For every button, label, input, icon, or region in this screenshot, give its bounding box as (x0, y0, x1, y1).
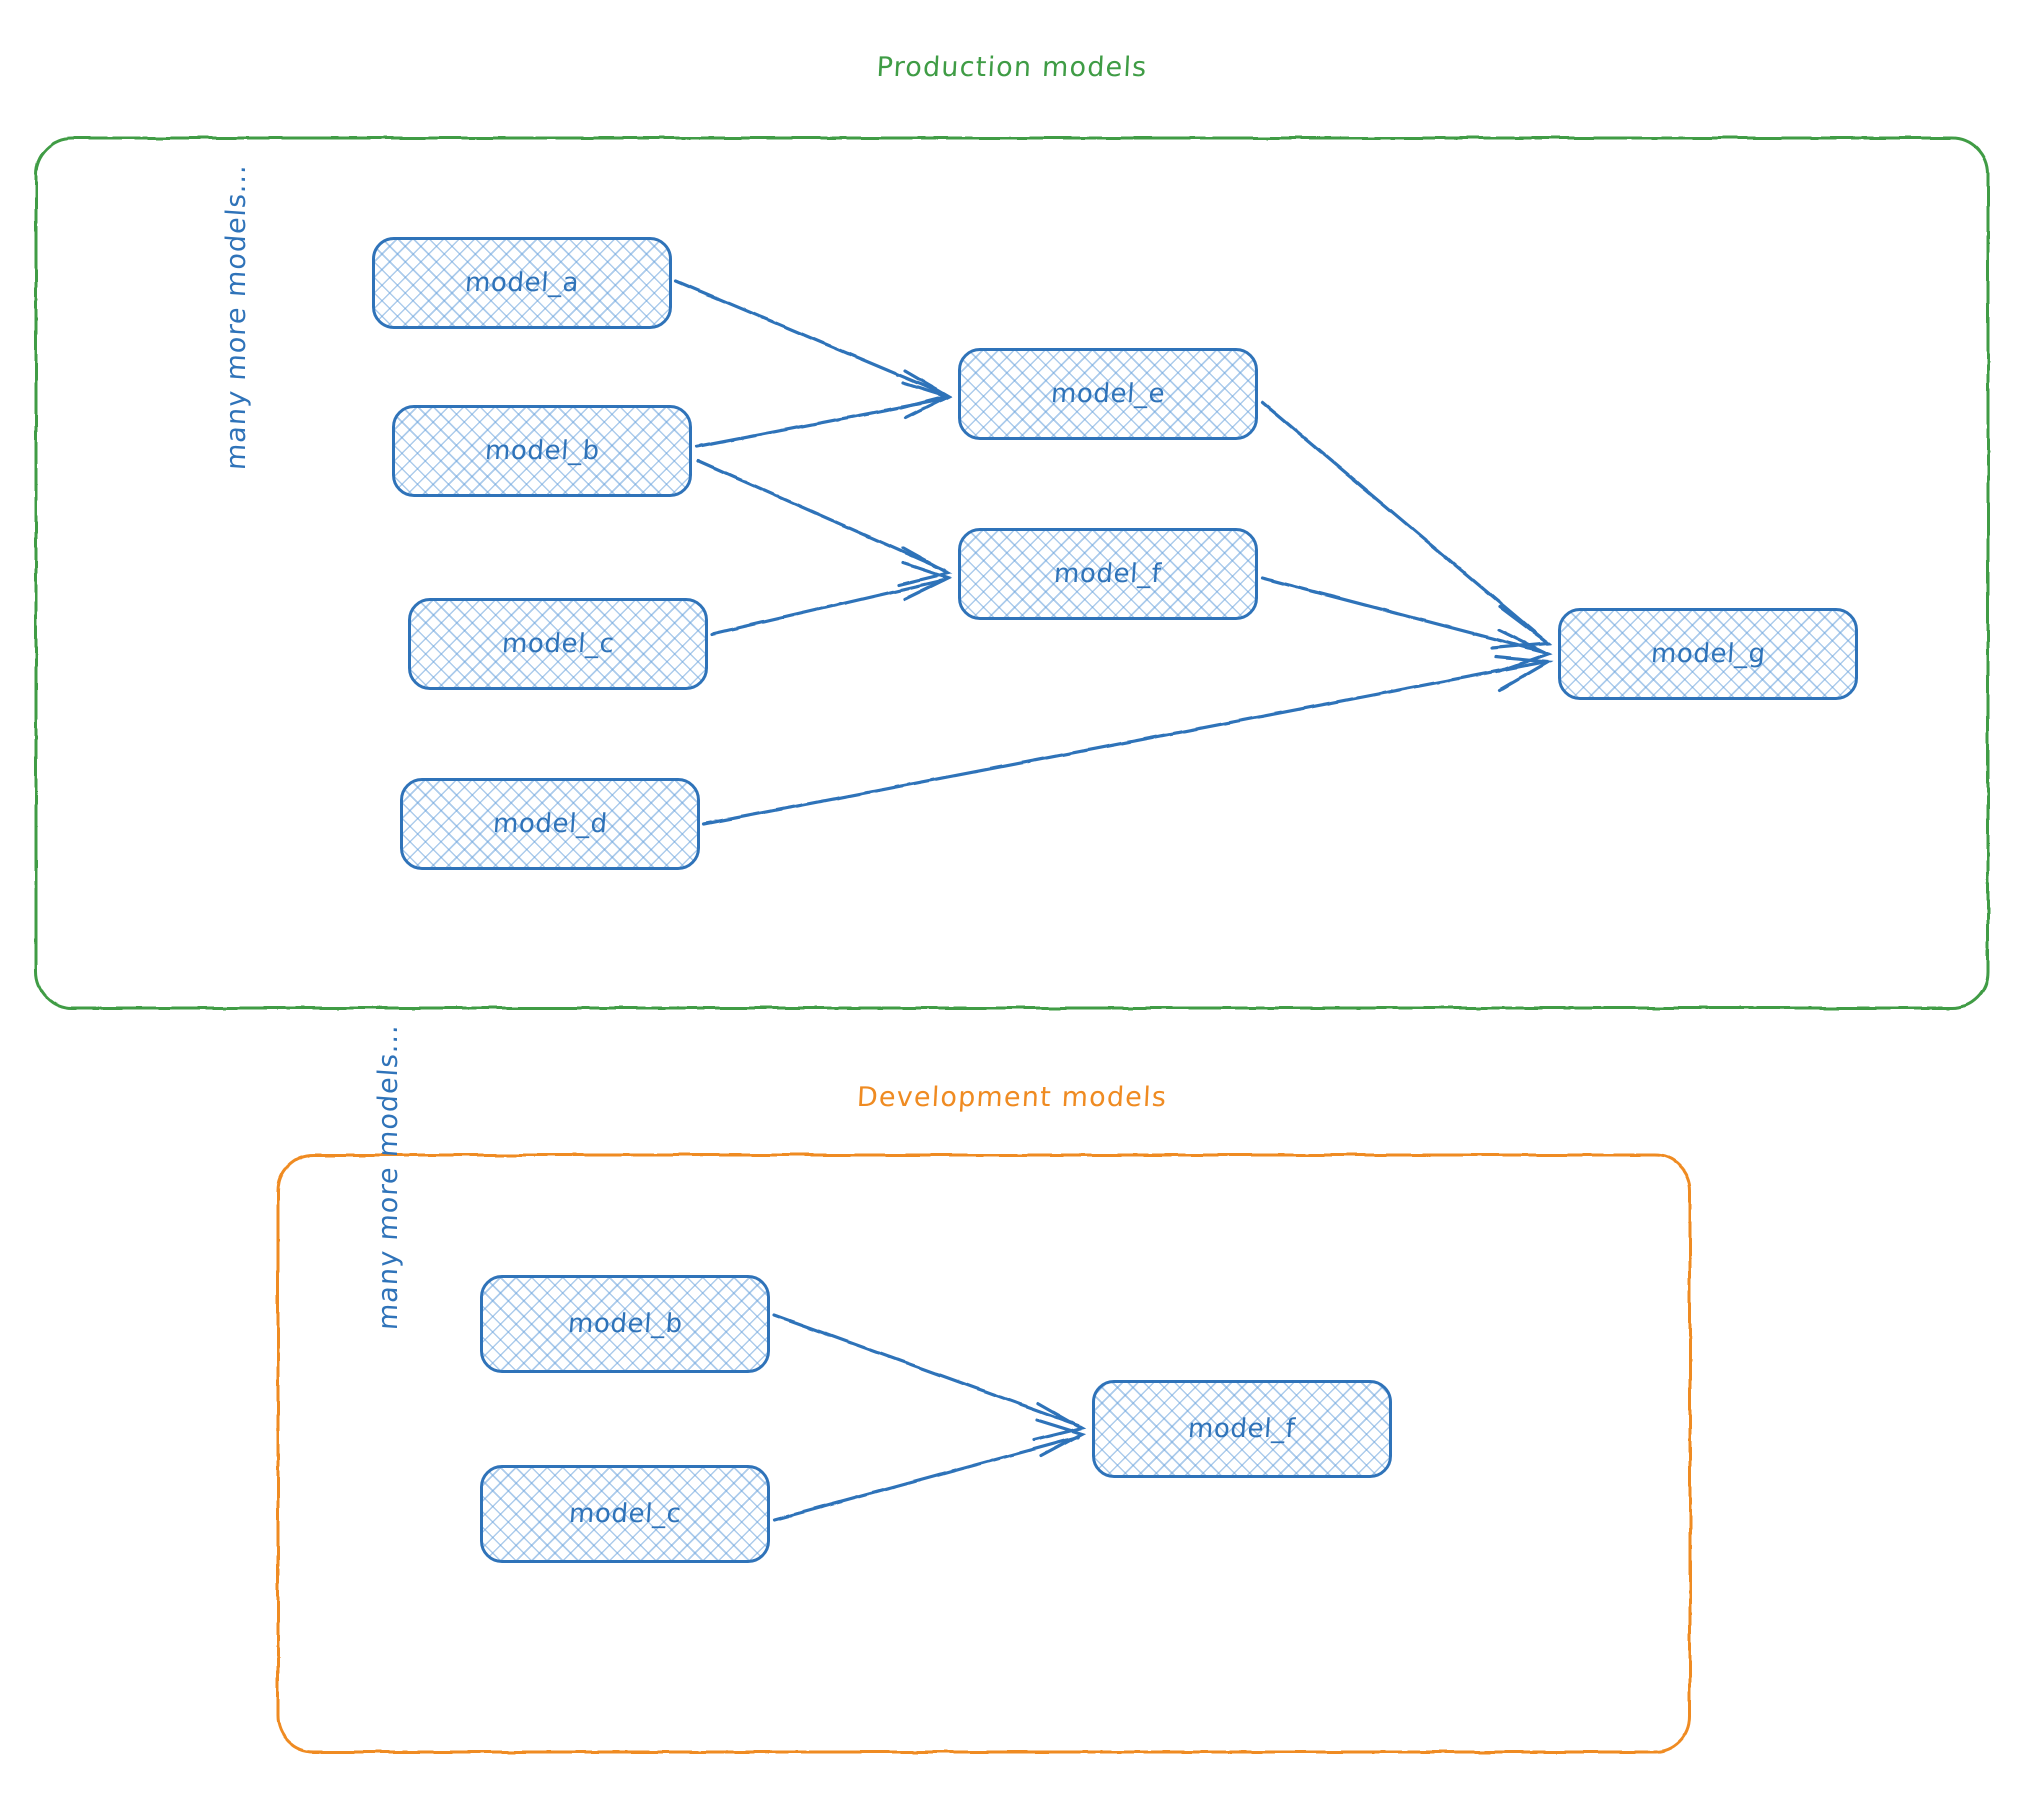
node-model_a[interactable]: model_a (372, 237, 672, 329)
development-group-border (276, 1153, 1692, 1754)
production-group-container (34, 136, 1990, 1010)
node-label: model_f (1053, 559, 1163, 589)
edge-model_d-to-model_g (702, 655, 1554, 826)
node-label: model_e (1049, 379, 1167, 409)
production-group-border (34, 136, 1990, 1010)
production-edges (674, 279, 1554, 826)
edge-model_b-to-model_f (696, 459, 953, 587)
edge-model_e-to-model_g (1260, 400, 1553, 650)
node-label: model_f (1187, 1414, 1297, 1444)
node-label: model_a (463, 268, 581, 298)
development-group-title: Development models (856, 1082, 1168, 1113)
node-model_g[interactable]: model_g (1558, 608, 1858, 700)
edge-model_a-to-model_e (674, 279, 953, 410)
edge-model_b-to-model_e (694, 381, 953, 449)
node-model_b[interactable]: model_b (392, 405, 692, 497)
node-dev-model_f[interactable]: model_f (1092, 1380, 1392, 1478)
production-many-more-models-label: many more models... (221, 162, 252, 471)
node-model_c[interactable]: model_c (408, 598, 708, 690)
development-group-container (276, 1153, 1692, 1754)
node-label: model_c (567, 1499, 683, 1529)
node-model_f[interactable]: model_f (958, 528, 1258, 620)
node-model_e[interactable]: model_e (958, 348, 1258, 440)
development-many-more-models-label: many more models... (373, 1022, 404, 1331)
production-group-title: Production models (875, 52, 1149, 83)
node-dev-model_b[interactable]: model_b (480, 1275, 770, 1373)
node-label: model_b (566, 1309, 684, 1339)
edge-model_c-to-model_f (710, 561, 953, 636)
node-model_d[interactable]: model_d (400, 778, 700, 870)
node-label: model_g (1649, 639, 1767, 669)
edge-model_f-to-model_g (1260, 576, 1553, 674)
development-edges (772, 1313, 1087, 1522)
edge-dev_model_c-to-dev_model_f (772, 1418, 1087, 1522)
node-dev-model_c[interactable]: model_c (480, 1465, 770, 1563)
node-label: model_c (500, 629, 616, 659)
node-label: model_b (483, 436, 601, 466)
node-label: model_d (491, 809, 609, 839)
edge-dev_model_b-to-dev_model_f (772, 1313, 1087, 1442)
